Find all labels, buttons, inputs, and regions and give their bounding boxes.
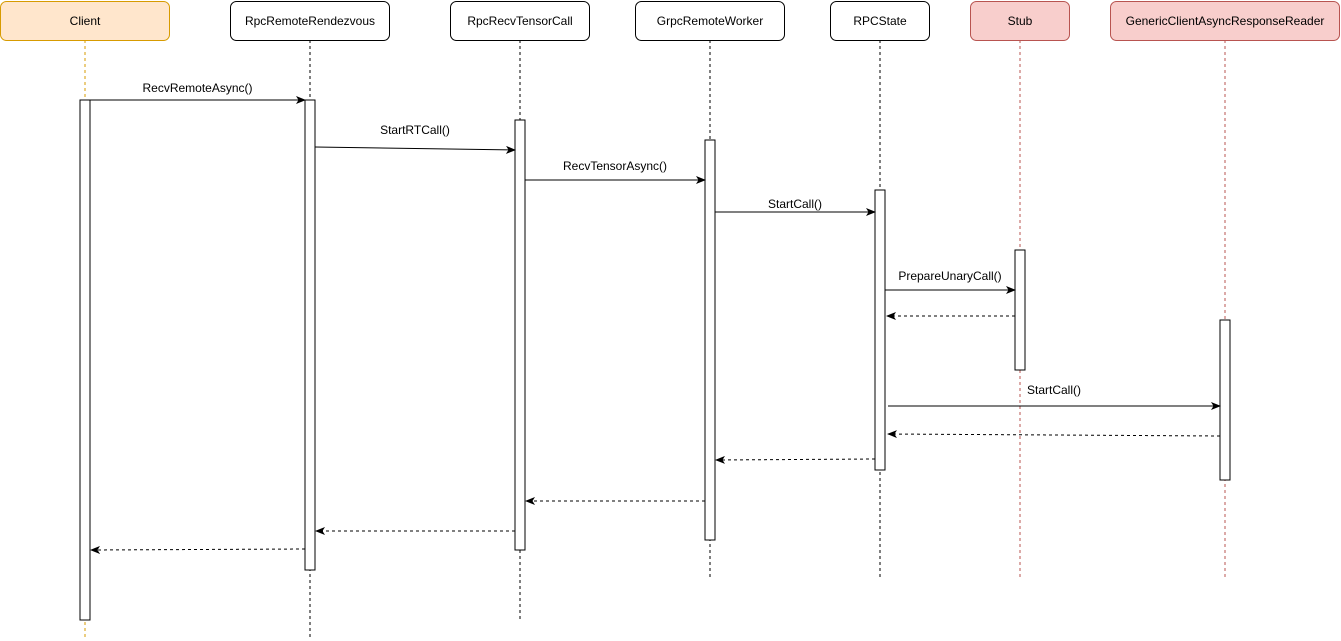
message-label-recv-tensor-async: RecvTensorAsync() xyxy=(563,159,667,173)
participant-box-client xyxy=(0,1,170,41)
participant-label-rendezvous: RpcRemoteRendezvous xyxy=(245,14,375,28)
participant-label-tensorcall: RpcRecvTensorCall xyxy=(467,14,572,28)
message-recv-remote-async: RecvRemoteAsync() xyxy=(90,81,306,104)
participant-label-client: Client xyxy=(70,14,101,28)
activation-rpcstate xyxy=(874,189,886,471)
message-return-reader xyxy=(887,430,1221,439)
message-recv-tensor-async: RecvTensorAsync() xyxy=(525,159,706,184)
participant-box-stub xyxy=(970,1,1070,41)
participant-box-reader xyxy=(1110,1,1340,41)
message-label-start-call-reader: StartCall() xyxy=(1027,383,1081,397)
participant-rendezvous[interactable]: RpcRemoteRendezvous xyxy=(230,1,390,41)
participant-worker[interactable]: GrpcRemoteWorker xyxy=(635,1,785,41)
message-label-start-call-rpcstate: StartCall() xyxy=(768,197,822,211)
activation-client xyxy=(79,99,91,621)
participant-label-reader: GenericClientAsyncResponseReader xyxy=(1126,14,1325,28)
message-start-call-rpcstate: StartCall() xyxy=(715,197,876,216)
message-arrow-return-reader xyxy=(887,430,1221,439)
activation-reader xyxy=(1219,319,1231,481)
participant-reader[interactable]: GenericClientAsyncResponseReader xyxy=(1110,1,1340,41)
message-arrow-return-rendezvous xyxy=(90,545,306,554)
participant-stub[interactable]: Stub xyxy=(970,1,1070,41)
message-label-start-rt-call: StartRTCall() xyxy=(380,123,450,137)
participant-label-stub: Stub xyxy=(1008,14,1033,28)
message-arrow-start-rt-call xyxy=(314,145,516,154)
participant-box-worker xyxy=(635,1,785,41)
activation-stub xyxy=(1014,249,1026,371)
participant-tensorcall[interactable]: RpcRecvTensorCall xyxy=(450,1,590,41)
participant-client[interactable]: Client xyxy=(0,1,170,41)
participant-box-rpcstate xyxy=(830,1,930,41)
message-prepare-unary-call: PrepareUnaryCall() xyxy=(885,269,1016,294)
participant-box-tensorcall xyxy=(450,1,590,41)
activation-rendezvous xyxy=(304,99,316,571)
activation-tensorcall xyxy=(514,119,526,551)
message-start-rt-call: StartRTCall() xyxy=(314,123,516,154)
message-label-recv-remote-async: RecvRemoteAsync() xyxy=(142,81,252,95)
participant-label-rpcstate: RPCState xyxy=(853,14,907,28)
message-arrow-return-rpcstate xyxy=(715,455,876,464)
message-return-rpcstate xyxy=(715,455,876,464)
activation-worker xyxy=(704,139,716,541)
message-label-prepare-unary-call: PrepareUnaryCall() xyxy=(898,269,1001,283)
message-return-rendezvous xyxy=(90,545,306,554)
participant-label-worker: GrpcRemoteWorker xyxy=(657,14,763,28)
message-start-call-reader: StartCall() xyxy=(888,383,1221,410)
participant-box-rendezvous xyxy=(230,1,390,41)
participant-rpcstate[interactable]: RPCState xyxy=(830,1,930,41)
